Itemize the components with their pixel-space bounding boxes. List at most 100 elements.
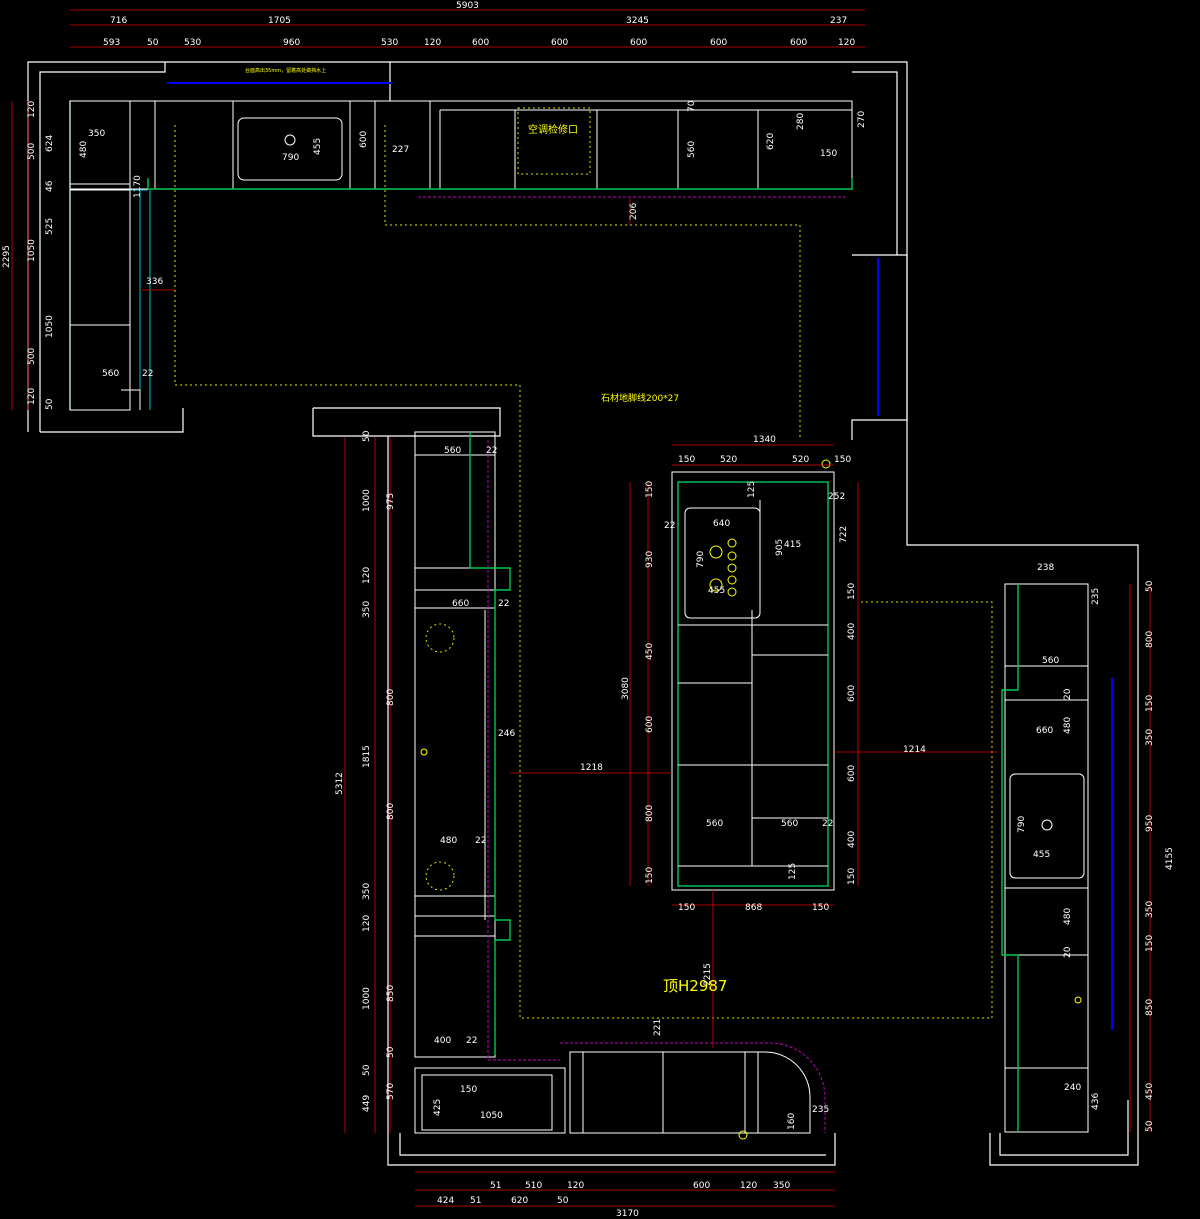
dim-label: 790	[1017, 816, 1027, 833]
dim-label: 150	[1145, 695, 1155, 712]
dim-label: 424	[437, 1196, 454, 1206]
dim-label: 400	[434, 1036, 451, 1046]
dim-label: 530	[184, 38, 201, 48]
dim-label: 480	[1063, 717, 1073, 734]
dim-label: 160	[787, 1113, 797, 1130]
dim-label: 3245	[626, 16, 649, 26]
middle-column	[414, 431, 560, 1061]
dim-label: 120	[362, 915, 372, 932]
dim-label: 350	[1145, 901, 1155, 918]
dim-label: 150	[847, 868, 857, 885]
dim-label: 1000	[362, 987, 372, 1010]
dim-label: 722	[839, 526, 849, 543]
dim-label: 20	[1063, 946, 1073, 958]
dim-label: 1214	[903, 745, 926, 755]
dim-label: 235	[1091, 588, 1101, 605]
dim-label: 1218	[580, 763, 603, 773]
dim-label: 570	[386, 1083, 396, 1100]
dim-label: 120	[424, 38, 441, 48]
dim-label: 520	[720, 455, 737, 465]
left-dims: 120 500 624 46 525 1050 1050 500 120 50	[27, 101, 55, 410]
dim-label: 2215	[703, 963, 713, 986]
dim-label: 790	[282, 153, 299, 163]
dim-label: 600	[847, 765, 857, 782]
dim-label: 51	[470, 1196, 481, 1206]
dim-label: 1050	[480, 1111, 503, 1121]
dim-label: 22	[466, 1036, 477, 1046]
right-dims: 50 800 150 350 950 350 150 850 450 50	[1145, 580, 1155, 1132]
dim-right-total: 4155	[1165, 847, 1175, 870]
dim-label: 620	[511, 1196, 528, 1206]
dim-label: 525	[45, 218, 55, 235]
dim-label: 50	[1145, 580, 1155, 592]
dim-label: 850	[386, 985, 396, 1002]
dim-label: 620	[766, 133, 776, 150]
dim-label: 1050	[27, 239, 37, 262]
dim-label: 455	[313, 138, 323, 155]
dim-left-total: 2295	[2, 245, 12, 268]
dim-label: 415	[784, 540, 801, 550]
dim-label: 1170	[133, 175, 143, 198]
dim-label: 1050	[45, 315, 55, 338]
dim-label: 800	[1145, 631, 1155, 648]
dim-label: 50	[362, 1064, 372, 1076]
dim-label: 600	[710, 38, 727, 48]
dim-label: 455	[1033, 850, 1050, 860]
right-column	[1001, 583, 1089, 1133]
dim-label: 22	[486, 446, 497, 456]
dim-label: 480	[79, 141, 89, 158]
dim-label: 150	[645, 867, 655, 884]
dim-label: 624	[45, 135, 55, 152]
dimension-lines	[11, 9, 1151, 1207]
dim-label: 640	[713, 519, 730, 529]
dim-label: 600	[847, 685, 857, 702]
dim-label: 50	[147, 38, 159, 48]
island	[671, 459, 835, 891]
dim-label: 400	[847, 623, 857, 640]
dim-label: 600	[790, 38, 807, 48]
dim-label: 350	[362, 601, 372, 618]
dim-label: 400	[847, 831, 857, 848]
dim-label: 350	[362, 883, 372, 900]
dim-label: 280	[796, 113, 806, 130]
dim-label: 270	[857, 111, 867, 128]
dim-label: 120	[362, 567, 372, 584]
dim-label: 930	[645, 551, 655, 568]
dim-label: 120	[838, 38, 855, 48]
dim-label: 125	[788, 863, 798, 880]
dim-label: 120	[27, 388, 37, 405]
dim-label: 150	[460, 1085, 477, 1095]
dim-label: 252	[828, 492, 845, 502]
dim-label: 660	[452, 599, 469, 609]
dim-label: 560	[1042, 656, 1059, 666]
dim-label: 950	[1145, 815, 1155, 832]
dim-label: 450	[645, 643, 655, 660]
dim-label: 600	[472, 38, 489, 48]
dim-label: 150	[678, 903, 695, 913]
dim-label: 246	[498, 729, 515, 739]
dim-label: 510	[525, 1181, 542, 1191]
dim-label: 350	[88, 129, 105, 139]
dim-label: 50	[1145, 1120, 1155, 1132]
bottom-dims: 51 510 120 600 120 350 424 51 620 50 317…	[437, 1181, 790, 1219]
bottom-cabinet-run	[414, 1042, 826, 1140]
dim-label: 70	[687, 100, 697, 112]
dim-label: 22	[664, 521, 675, 531]
floor-trim-label: 石材地脚线200*27	[601, 392, 679, 404]
dim-label: 600	[645, 716, 655, 733]
dim-label: 600	[359, 131, 369, 148]
dim-label: 1705	[268, 16, 291, 26]
dim-label: 150	[678, 455, 695, 465]
dim-label: 600	[693, 1181, 710, 1191]
dim-label: 450	[1145, 1083, 1155, 1100]
dim-label: 1340	[753, 435, 776, 445]
dim-label: 600	[630, 38, 647, 48]
dim-label: 206	[629, 203, 639, 220]
island-dims: 1340 150 520 520 150 150 868 150 3080 15…	[621, 435, 857, 913]
dim-label: 975	[386, 493, 396, 510]
dim-label: 560	[687, 141, 697, 158]
dim-label: 800	[386, 689, 396, 706]
dim-label: 425	[433, 1099, 443, 1116]
dim-label: 150	[834, 455, 851, 465]
